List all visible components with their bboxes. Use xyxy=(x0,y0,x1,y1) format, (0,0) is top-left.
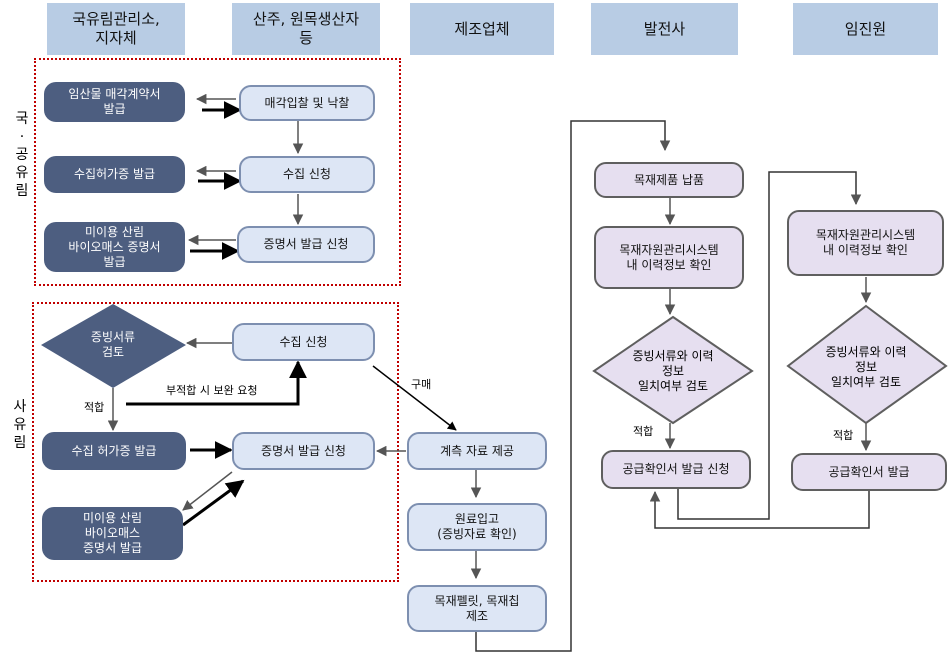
private-collect-apply: 수집 신청 xyxy=(232,323,375,361)
national-sales-contract-issue: 임산물 매각계약서 발급 xyxy=(44,82,185,122)
supplement-request-label: 부적합 시 보완 요청 xyxy=(166,384,258,397)
private-forest-region xyxy=(32,302,399,582)
agency-fit-label: 적합 xyxy=(833,429,854,442)
national-cert-apply: 증명서 발급 신청 xyxy=(237,226,375,263)
national-forest-region xyxy=(34,58,401,286)
purchase-label: 구매 xyxy=(411,378,432,391)
agency-compare: 증빙서류와 이력 정보 일치여부 검토 xyxy=(825,344,907,389)
header-manufacturer: 제조업체 xyxy=(410,3,554,55)
header-forest-agency: 임진원 xyxy=(793,3,938,55)
power-compare-diamond xyxy=(592,315,754,425)
national-collect-apply: 수집 신청 xyxy=(239,156,375,193)
private-cert-apply: 증명서 발급 신청 xyxy=(232,432,375,470)
private-cert-issue: 미이용 산림 바이오매스 증명서 발급 xyxy=(42,507,183,560)
manufacturer-stock-in: 원료입고 (증빙자료 확인) xyxy=(407,503,547,551)
manufacturer-measure: 계측 자료 제공 xyxy=(407,432,547,470)
agency-compare-diamond xyxy=(786,304,948,425)
national-cert-issue: 미이용 산림 바이오매스 증명서 발급 xyxy=(44,222,185,272)
national-collect-permit-issue: 수집허가증 발급 xyxy=(44,156,185,193)
agency-supply-cert-issue: 공급확인서 발급 xyxy=(791,453,947,491)
header-power-company: 발전사 xyxy=(591,3,738,55)
power-deliver: 목재제품 납품 xyxy=(594,162,744,198)
private-fit-label: 적합 xyxy=(84,401,105,414)
private-collect-permit-issue: 수집 허가증 발급 xyxy=(42,432,186,470)
power-history-check: 목재자원관리시스템 내 이력정보 확인 xyxy=(594,226,744,289)
power-compare: 증빙서류와 이력 정보 일치여부 검토 xyxy=(632,348,714,393)
manufacturer-make: 목재펠릿, 목재칩 제조 xyxy=(407,585,547,632)
header-owner-producer: 산주, 원목생산자 등 xyxy=(232,3,380,55)
header-national-office: 국유림관리소, 지자체 xyxy=(47,3,185,55)
power-fit-label: 적합 xyxy=(633,425,654,438)
agency-history-check: 목재자원관리시스템 내 이력정보 확인 xyxy=(787,210,944,276)
private-forest-side-label: 사 유 림 xyxy=(13,399,27,451)
private-doc-review: 증빙서류 검토 xyxy=(90,330,136,359)
power-supply-cert-request: 공급확인서 발급 신청 xyxy=(601,450,751,489)
national-forest-side-label: 국 · 공 유 림 xyxy=(15,111,29,199)
national-bid-award: 매각입찰 및 낙찰 xyxy=(239,85,375,121)
private-doc-review-diamond xyxy=(41,304,186,388)
